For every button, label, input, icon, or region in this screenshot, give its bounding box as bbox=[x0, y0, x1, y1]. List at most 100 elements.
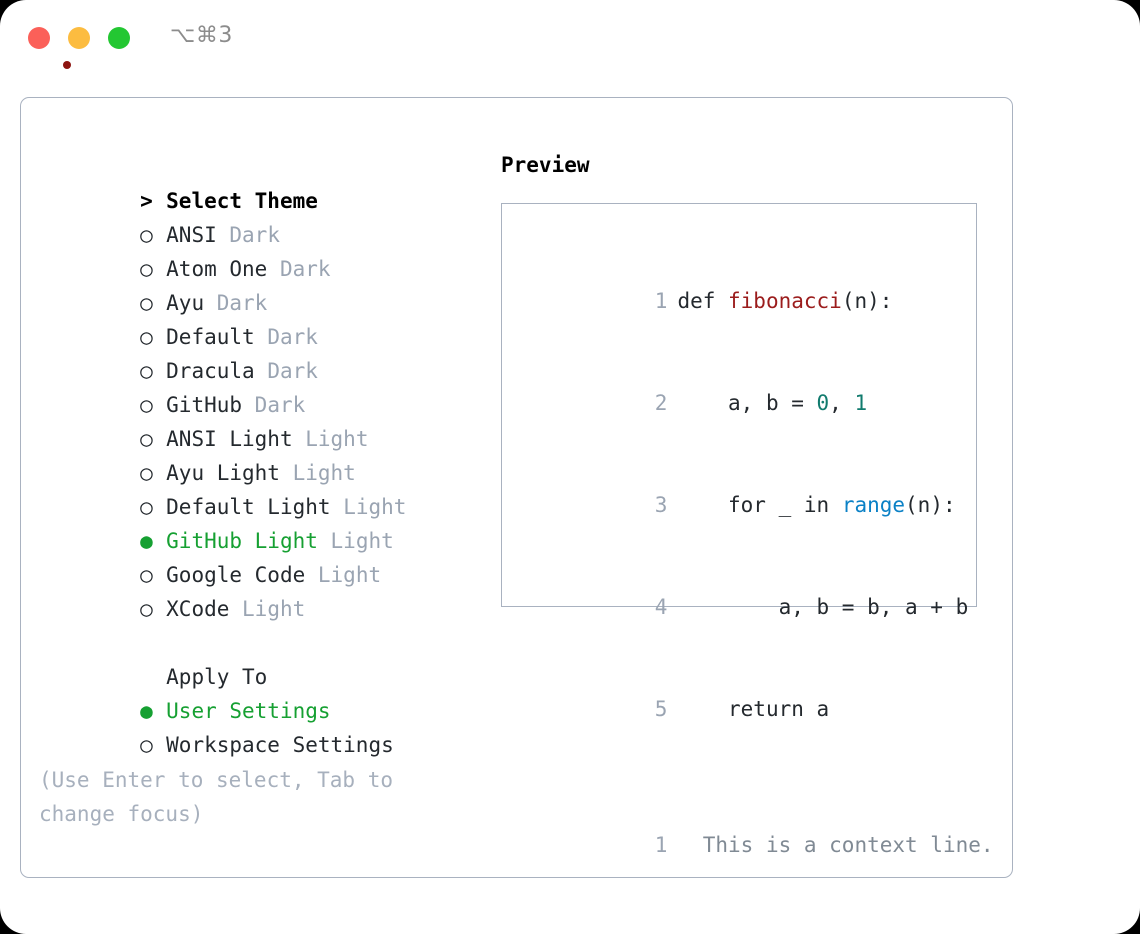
apply-to-header-label: Apply To bbox=[166, 665, 268, 689]
theme-item-badge: Dark bbox=[254, 393, 306, 417]
code-token-builtin: range bbox=[841, 493, 906, 517]
theme-item[interactable]: ○ Ayu Light Light bbox=[39, 422, 489, 485]
code-token: a, b = b, a + b bbox=[677, 595, 969, 619]
radio-unselected-icon: ○ bbox=[140, 427, 153, 451]
theme-item[interactable]: ○ Default Light Light bbox=[39, 456, 489, 519]
theme-item[interactable]: ○ Google Code Light bbox=[39, 524, 489, 587]
code-token: def bbox=[677, 289, 729, 313]
line-number: 1 bbox=[654, 833, 668, 857]
theme-item-name: XCode bbox=[166, 597, 230, 621]
theme-item-name: Ayu bbox=[166, 291, 205, 315]
theme-item[interactable]: ○ GitHub Dark bbox=[39, 354, 489, 417]
code-line: 2 a, b = 0, 1 bbox=[519, 352, 976, 454]
code-line: 4 a, b = b, a + b bbox=[519, 556, 976, 658]
close-window-button[interactable] bbox=[28, 27, 71, 69]
theme-item-name: Google Code bbox=[166, 563, 306, 587]
diff-line-deleted: 2- This line was deleted. bbox=[519, 896, 976, 934]
preview-title: Preview bbox=[501, 153, 590, 177]
theme-item-name: Ayu Light bbox=[166, 461, 280, 485]
radio-unselected-icon: ○ bbox=[140, 563, 153, 587]
theme-item-name: Dracula bbox=[166, 359, 255, 383]
code-line: 3 for _ in range(n): bbox=[519, 454, 976, 556]
radio-unselected-icon: ○ bbox=[140, 461, 153, 485]
theme-list-header-label: Select Theme bbox=[166, 189, 318, 213]
radio-unselected-icon: ○ bbox=[140, 495, 153, 519]
code-line: 1 def fibonacci(n): bbox=[519, 250, 976, 352]
theme-item-badge: Light bbox=[305, 427, 369, 451]
theme-item-name: ANSI Light bbox=[166, 427, 293, 451]
window-title: ⌥⌘3 bbox=[170, 23, 233, 48]
radio-unselected-icon: ○ bbox=[140, 223, 153, 247]
code-token: (n): bbox=[905, 493, 956, 517]
theme-item[interactable]: ○ Dracula Dark bbox=[39, 320, 489, 383]
code-token-number: 1 bbox=[854, 391, 868, 415]
apply-to-item-name: User Settings bbox=[166, 699, 331, 723]
diff-line-context: 1 This is a context line. bbox=[519, 794, 994, 896]
theme-item-badge: Dark bbox=[279, 257, 331, 281]
theme-item[interactable]: ○ Atom One Dark bbox=[39, 218, 489, 281]
code-token: a, b = bbox=[677, 391, 817, 415]
apply-to-item[interactable]: ○Workspace Settings bbox=[39, 694, 489, 757]
theme-item-badge: Light bbox=[292, 461, 356, 485]
theme-item-name: Atom One bbox=[166, 257, 268, 281]
line-number: 5 bbox=[654, 697, 668, 721]
theme-item-name: Default Light bbox=[166, 495, 331, 519]
apply-to-item-name: Workspace Settings bbox=[166, 733, 394, 757]
code-token: , bbox=[829, 391, 855, 415]
code-token-function: fibonacci bbox=[728, 289, 842, 313]
theme-item[interactable]: ○ Default Dark bbox=[39, 286, 489, 349]
radio-unselected-icon: ○ bbox=[140, 257, 153, 281]
main-panel: >Select Theme ○ANSI Dark ○Atom One Dark … bbox=[20, 97, 1013, 878]
prompt-caret-icon: > bbox=[140, 189, 153, 213]
preview-spacer bbox=[519, 760, 976, 794]
minimize-window-button[interactable] bbox=[68, 27, 90, 49]
theme-item[interactable]: ○ Ayu Dark bbox=[39, 252, 489, 315]
maximize-window-button[interactable] bbox=[108, 27, 130, 49]
line-number: 1 bbox=[654, 289, 668, 313]
apply-to-item-selected[interactable]: ●User Settings bbox=[39, 660, 489, 723]
theme-item-badge: Dark bbox=[229, 223, 280, 247]
keyboard-hint: (Use Enter to select, Tab to change focu… bbox=[39, 763, 449, 831]
diff-text: This is a context line. bbox=[690, 833, 994, 857]
code-token: (n): bbox=[841, 289, 893, 313]
diff-sign bbox=[677, 833, 690, 857]
code-line: 5 return a bbox=[519, 658, 976, 760]
code-token-number: 0 bbox=[816, 391, 830, 415]
theme-item[interactable]: ○ ANSI Light Light bbox=[39, 388, 489, 451]
radio-unselected-icon: ○ bbox=[140, 325, 153, 349]
theme-item-name: GitHub bbox=[166, 393, 243, 417]
code-token: return a bbox=[677, 697, 830, 721]
theme-item-badge: Light bbox=[242, 597, 306, 621]
code-token: for _ in bbox=[677, 493, 842, 517]
theme-item-badge: Dark bbox=[267, 359, 318, 383]
keyboard-hint-line-2: change focus) bbox=[39, 802, 204, 826]
theme-item[interactable]: ○ ANSI Dark bbox=[39, 184, 489, 247]
line-number: 3 bbox=[654, 493, 668, 517]
radio-unselected-icon: ○ bbox=[140, 393, 153, 417]
theme-item-badge: Dark bbox=[267, 325, 318, 349]
line-number: 4 bbox=[654, 595, 668, 619]
theme-item-name: GitHub Light bbox=[166, 529, 318, 553]
radio-selected-icon: ● bbox=[140, 529, 153, 553]
line-number: 2 bbox=[654, 391, 668, 415]
theme-item-selected[interactable]: ● GitHub Light Light bbox=[39, 490, 489, 553]
theme-item-name: ANSI bbox=[166, 223, 217, 247]
theme-list-header: > Select Theme bbox=[39, 150, 489, 213]
theme-item-badge: Dark bbox=[216, 291, 268, 315]
theme-selector-column: >Select Theme ○ANSI Dark ○Atom One Dark … bbox=[39, 150, 489, 757]
theme-item-badge: Light bbox=[343, 495, 407, 519]
theme-item-badge: Light bbox=[330, 529, 394, 553]
theme-item[interactable]: ○ XCode Light bbox=[39, 558, 489, 621]
recording-indicator-dot bbox=[63, 61, 71, 69]
radio-unselected-icon: ○ bbox=[140, 597, 153, 621]
theme-item-badge: Light bbox=[317, 563, 382, 587]
apply-to-header: ○Apply To bbox=[39, 626, 489, 689]
window-titlebar: ⌥⌘3 bbox=[0, 0, 1140, 78]
radio-unselected-icon: ○ bbox=[140, 359, 153, 383]
theme-item-name: Default bbox=[166, 325, 255, 349]
spacer-marker: ○ bbox=[140, 660, 166, 694]
radio-unselected-icon: ○ bbox=[140, 291, 153, 315]
